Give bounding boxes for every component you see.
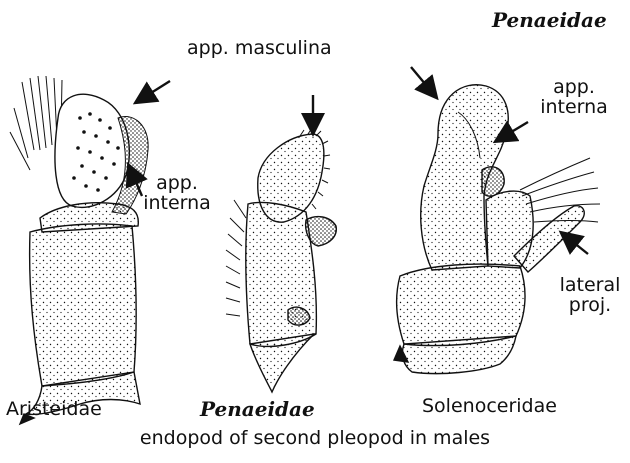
label-app-interna-right-line2: interna	[532, 98, 616, 118]
label-app-interna-left: app. interna	[135, 174, 219, 214]
label-lateral-proj: lateral proj.	[550, 276, 630, 316]
label-app-interna-right: app. interna	[532, 78, 616, 118]
aristeidae-setae	[10, 76, 62, 170]
arrow-right-app-masculina	[411, 67, 431, 91]
family-penaeidae-top: Penaeidae	[492, 8, 607, 32]
penaeidae-setae	[226, 200, 246, 316]
penaeidae-endopod-body	[246, 202, 317, 346]
aristeidae-app-masculina-shape	[55, 94, 129, 207]
family-aristeidae: Aristeidae	[6, 398, 102, 420]
arrow-lateral-proj	[568, 238, 588, 254]
label-app-masculina: app. masculina	[187, 39, 332, 59]
label-lateral-proj-line2: proj.	[550, 296, 630, 316]
arrow-left-app-masculina	[143, 81, 170, 98]
figure-caption: endopod of second pleopod in males	[0, 427, 630, 449]
penaeidae-endopod-drawing	[226, 128, 336, 392]
family-penaeidae-bottom: Penaeidae	[200, 397, 315, 421]
label-app-interna-left-line2: interna	[135, 194, 219, 214]
solenoceridae-endopod-drawing	[394, 85, 600, 374]
label-app-interna-right-line1: app.	[532, 78, 616, 98]
label-lateral-proj-line1: lateral	[550, 276, 630, 296]
label-app-interna-left-line1: app.	[135, 174, 219, 194]
aristeidae-endopod-body	[30, 224, 137, 386]
solenoceridae-endopod-body	[397, 264, 525, 345]
aristeidae-endopod-drawing	[10, 76, 148, 424]
family-solenoceridae: Solenoceridae	[422, 395, 557, 417]
